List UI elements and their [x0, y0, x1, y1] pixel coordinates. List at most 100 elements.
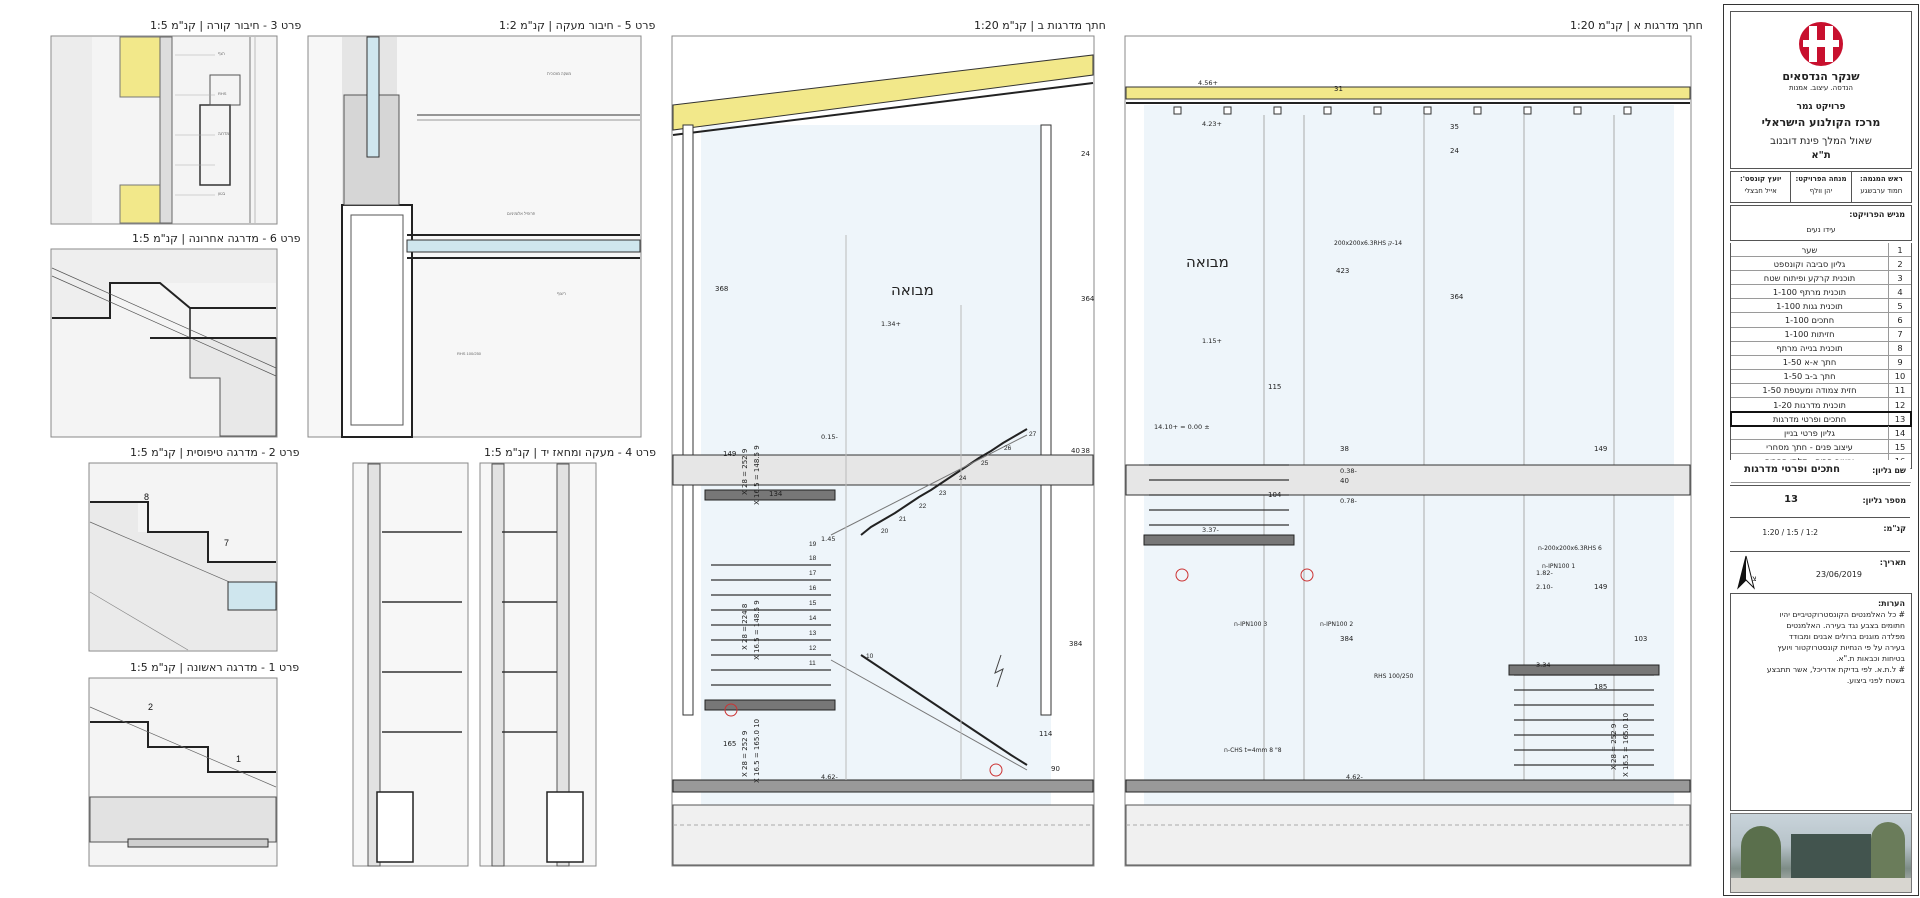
sheet-title: חתכים ופרטי מדרגות	[1744, 464, 1840, 475]
notes-box: הערות: # כל האלמנטים הקונסטרוקטיביים יהי…	[1730, 593, 1912, 811]
structural-member: 8" CHS t=4mm 8-ח	[1224, 747, 1282, 754]
dimension-label: 364	[1450, 293, 1464, 301]
sheet-list-name: חתך ב-ב 1-50	[1783, 371, 1836, 382]
note-line: # כל האלמנטים הקונסטרוקטיביים יהיו	[1779, 610, 1906, 619]
entrance-label-b: מבואה	[891, 281, 934, 299]
sheet-list-number: 4	[1888, 285, 1911, 299]
section-b-panel: חתך מדרגות ב | קנ"מ 1:20 מבואה +1.34 -0.…	[671, 19, 1106, 867]
building-photo	[1730, 813, 1912, 893]
dimension-label: 31	[1334, 85, 1343, 93]
sheet-list-name: תוכנית מרתף 1-100	[1772, 286, 1847, 297]
section-a-drawing	[1124, 35, 1692, 867]
sheet-list-name: חזית צמודה ומעטפת 1-50	[1762, 385, 1857, 396]
note-line: # ל.ת.א. לפי בדיקת אדריכל, אשר תתבצע	[1766, 665, 1905, 674]
step-number: 17	[809, 570, 817, 577]
detail-1-panel: 2 1 פרט 1 - מדרגה ראשונה | קנ"מ 1:5	[88, 661, 299, 867]
presenter-box: מגיש הפרויקט: עידו נעים	[1730, 205, 1912, 241]
step-number: 12	[809, 645, 817, 652]
step-number: 14	[809, 615, 817, 622]
step-number: 27	[1029, 431, 1037, 438]
step-number: 19	[809, 541, 817, 548]
dimension-label: 104	[1268, 491, 1282, 499]
svg-text:1: 1	[236, 754, 241, 764]
date-label: תאריך:	[1879, 558, 1906, 567]
sheet-list-name: תוכנית קרקע ופיתוח שטח	[1763, 272, 1856, 283]
sheet-list-number: 15	[1888, 440, 1911, 454]
project-address: שאול המלך פינת דובנוב	[1770, 136, 1872, 147]
level-label: +1.34	[881, 320, 901, 328]
notes-label: הערות:	[1877, 599, 1905, 608]
scale-label: קנ"מ:	[1883, 524, 1906, 533]
structural-member: RHS 100/250	[1374, 673, 1414, 680]
sheet-list-number: 10	[1888, 369, 1911, 383]
dimension-label: 165	[723, 740, 737, 748]
dimension-label: 384	[1340, 635, 1354, 643]
detail-2-drawing: 8 7	[88, 462, 278, 652]
level-label: +1.15	[1202, 337, 1222, 345]
presenter-label: מגיש הפרויקט:	[1849, 210, 1905, 219]
sheet-list-name: גליון סביבה וקונספט	[1773, 258, 1846, 269]
svg-text:8: 8	[144, 492, 149, 502]
sheet-list-number: 2	[1888, 257, 1911, 271]
stair-formula: 9 X 16.5 = 148.5	[753, 600, 761, 660]
svg-text:פרופיל אלומיניום: פרופיל אלומיניום	[507, 211, 536, 216]
sheet-number: 13	[1784, 494, 1798, 505]
section-a-title: חתך מדרגות א | קנ"מ 1:20	[1570, 19, 1703, 32]
detail-4-title: פרט 4 - מעקה ומחאז יד | קנ"מ 1:5	[484, 446, 656, 459]
sheet-list-item: 10 חתך ב-ב 1-50	[1731, 369, 1911, 384]
note-line: בעירה על פי הנחיות קונסטרוקטור ויועץ	[1777, 643, 1905, 652]
sheet-list-name: תוכנית גגות 1-100	[1776, 300, 1843, 311]
final-project-label: פרויקט גמר	[1796, 102, 1846, 112]
role-cell: יועץ קונסט': אייל חבצלי	[1739, 175, 1782, 195]
step-number: 21	[899, 516, 907, 523]
structural-member: IPN100 3-ח	[1234, 621, 1268, 628]
detail-1-drawing: 2 1	[88, 677, 278, 867]
sheet-list-number: 5	[1888, 299, 1911, 313]
level-label: -0.38	[1340, 467, 1357, 475]
level-label: -0.15	[821, 433, 838, 441]
dimension-label: 38	[1081, 447, 1090, 455]
sheet-list-item: 2 גליון סביבה וקונספט	[1731, 257, 1911, 272]
dimension-label: 384	[1069, 640, 1083, 648]
detail-1-title: פרט 1 - מדרגה ראשונה | קנ"מ 1:5	[130, 661, 300, 674]
sheet-list-name: תוכנית מדרגות 1-20	[1773, 399, 1846, 410]
detail-3-title: פרט 3 - חיבור קורה | קנ"מ 1:5	[150, 19, 302, 32]
structural-member: IPN100 2-ח	[1320, 621, 1354, 628]
sheet-list-number: 1	[1888, 243, 1911, 257]
sheet-number-label: מספר גליון:	[1862, 496, 1906, 505]
sheet-list-number: 6	[1888, 313, 1911, 327]
level-label: -3.34	[1536, 661, 1553, 669]
svg-text:בטון: בטון	[218, 191, 226, 196]
step-number: 11	[809, 660, 816, 667]
note-line: בשטח לפני ביצוע.	[1846, 676, 1905, 685]
svg-text:מעקה מזכוכית: מעקה מזכוכית	[547, 71, 571, 76]
step-number: 24	[959, 475, 967, 482]
svg-text:מדרגה: מדרגה	[218, 131, 229, 136]
svg-text:2: 2	[148, 702, 153, 712]
detail-4-drawing	[352, 462, 597, 867]
level-label: -4.62	[1346, 773, 1363, 781]
logo-box: שנקר הנדסאים הנדסה. עיצוב. אמנות פרויקט …	[1730, 11, 1912, 169]
step-number: 23	[939, 490, 947, 497]
stair-formula: 9 X 16.5 = 148.5	[753, 445, 761, 505]
svg-text:ריצוף: ריצוף	[557, 291, 566, 296]
presenter-name: עידו נעים	[1806, 225, 1836, 234]
structural-member: IPN100 1-ח	[1542, 563, 1576, 570]
svg-text:רצף: רצף	[218, 51, 225, 56]
sheet-list-name: גליון פרטי בניין	[1784, 427, 1835, 438]
project-name: מרכז הקולנוע הישראלי	[1761, 116, 1881, 129]
dimension-label: 134	[769, 490, 783, 498]
dimension-label: 38	[1340, 445, 1349, 453]
company-name: שנקר הנדסאים	[1782, 70, 1860, 83]
sheet-list-name: תוכנית בנייה מרתף	[1776, 343, 1843, 354]
entrance-label-a: מבואה	[1186, 253, 1229, 271]
